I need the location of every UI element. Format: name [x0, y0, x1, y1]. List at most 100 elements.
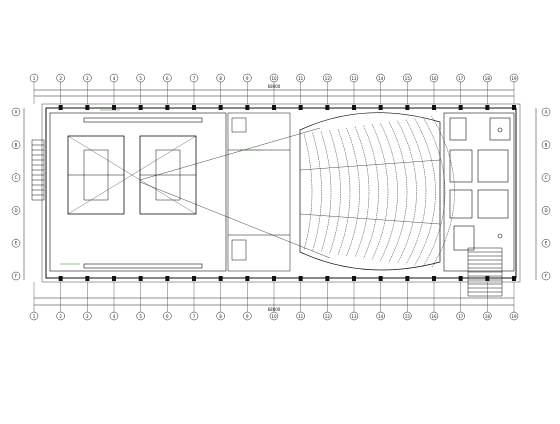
seat-row: [397, 120, 417, 264]
column: [165, 105, 170, 110]
building-outline: [41, 103, 521, 283]
grid-label-top: 4: [113, 76, 116, 81]
column: [245, 276, 250, 281]
grid-label-top: 11: [298, 76, 304, 81]
grid-label-top: 1: [33, 76, 36, 81]
grid-label-bottom: 8: [219, 314, 222, 319]
grid-label-bottom: 13: [351, 314, 357, 319]
grid-label-bottom: 16: [431, 314, 437, 319]
grid-label-left: B: [15, 142, 18, 147]
grid-label-bottom: 10: [271, 314, 277, 319]
column: [512, 276, 516, 281]
seat-row: [303, 133, 313, 251]
grid-bubble-left: [11, 173, 21, 182]
grid-label-bottom: 15: [405, 314, 411, 319]
grid-label-top: 17: [458, 76, 464, 81]
grid-bubble-bottom: [429, 311, 439, 321]
column: [325, 105, 330, 110]
grid-bubble-bottom: [376, 311, 385, 321]
pipe-marks: [60, 109, 262, 265]
grid-label-bottom: 7: [193, 314, 196, 319]
grid-bubble-bottom: [216, 311, 225, 321]
grid-label-top: 8: [219, 76, 222, 81]
column: [138, 276, 143, 281]
column: [432, 105, 436, 110]
grid-bubble-top: [136, 73, 145, 83]
grid-label-right: C: [545, 175, 548, 180]
grid-bubble-bottom: [509, 311, 519, 321]
grid-bubble-right: [541, 140, 551, 150]
column: [298, 276, 303, 281]
service-core: [443, 112, 515, 272]
grid-bubble-top: [29, 73, 39, 83]
grid-bubble-left: [11, 140, 21, 150]
grid-bubble-bottom: [323, 311, 332, 321]
grid-label-bottom: 2: [59, 314, 62, 319]
grid-label-right: F: [545, 274, 548, 279]
grid-label-bottom: 5: [139, 314, 142, 319]
column: [272, 105, 276, 110]
column: [138, 105, 143, 110]
column: [165, 276, 170, 281]
entry-stair: [467, 247, 503, 297]
column: [378, 276, 383, 281]
grid-bubble-bottom: [189, 311, 199, 321]
column: [405, 105, 410, 110]
grid-bubble-top: [509, 73, 519, 83]
aisle-line: [299, 159, 441, 171]
grid-bubble-top: [403, 73, 412, 83]
grid-label-right: A: [545, 110, 548, 115]
column: [352, 105, 356, 110]
seat-row: [320, 131, 332, 253]
grid-bubble-right: [541, 238, 551, 248]
grid-label-left: E: [15, 241, 18, 246]
grid-bubble-top: [349, 73, 359, 83]
grid-bubble-top: [483, 73, 492, 83]
grid-bubble-left: [11, 107, 21, 117]
grid-label-top: 19: [511, 76, 517, 81]
grid-label-bottom: 9: [246, 314, 249, 319]
grid-bubble-bottom: [483, 311, 492, 321]
grid-label-top: 14: [378, 76, 384, 81]
grid-label-left: A: [15, 110, 18, 115]
column: [298, 105, 303, 110]
grid-bubble-left: [11, 206, 21, 215]
grid-bubble-top: [456, 73, 465, 83]
grid-bubble-top: [323, 73, 332, 83]
grid-label-bottom: 3: [86, 314, 89, 319]
seat-row: [405, 119, 427, 265]
column: [405, 276, 410, 281]
grid-label-bottom: 6: [166, 314, 169, 319]
grid-bubble-bottom: [456, 311, 465, 321]
grid-bubble-bottom: [296, 311, 305, 321]
grid-bubble-top: [376, 73, 385, 83]
column: [485, 276, 490, 281]
seat-row: [371, 124, 389, 260]
grid-bubble-top: [189, 73, 199, 83]
grid-label-bottom: 17: [458, 314, 464, 319]
grid-bubble-left: [11, 238, 21, 248]
grid-bubble-right: [541, 271, 551, 281]
grid-bubble-bottom: [29, 311, 39, 321]
column: [58, 105, 63, 110]
grid-bubble-left: [11, 271, 21, 281]
seat-row: [346, 127, 360, 257]
grid-label-left: C: [15, 175, 18, 180]
auditorium-seating: [299, 112, 455, 271]
column: [485, 105, 490, 110]
structural-columns: [58, 105, 516, 281]
grid-bubble-top: [243, 73, 252, 83]
grid-bubble-right: [541, 206, 551, 215]
grid-label-bottom: 11: [298, 314, 304, 319]
seat-row: [363, 125, 379, 259]
grid-label-left: F: [15, 274, 18, 279]
grid-label-right: E: [545, 241, 548, 246]
grid-bubble-right: [541, 107, 551, 117]
grid-bubble-top: [296, 73, 305, 83]
grid-bubble-bottom: [349, 311, 359, 321]
grid-bubble-bottom: [403, 311, 412, 321]
grid-label-top: 6: [166, 76, 169, 81]
grid-bubble-top: [83, 73, 92, 83]
column: [85, 276, 90, 281]
grid-bubble-bottom: [243, 311, 252, 321]
